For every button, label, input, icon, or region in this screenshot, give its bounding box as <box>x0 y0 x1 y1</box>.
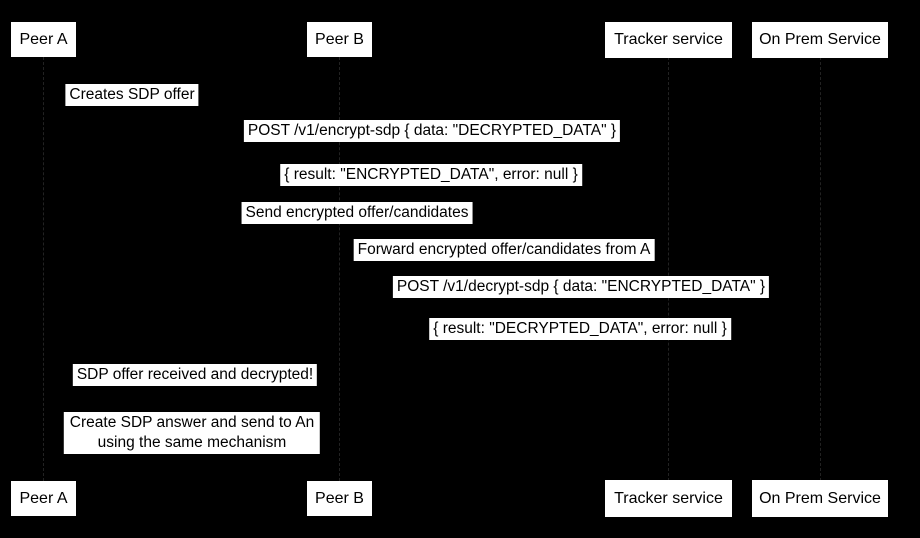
lifeline-peer-a <box>43 57 44 481</box>
actor-top-peer-a: Peer A <box>11 22 76 57</box>
note-create-sdp-answer: Create SDP answer and send to An using t… <box>63 412 321 454</box>
note-line-1: Create SDP answer and send to An <box>69 414 315 431</box>
message-forward-encrypted-offer: Forward encrypted offer/candidates from … <box>353 239 655 261</box>
actor-top-on-prem-service: On Prem Service <box>752 22 888 58</box>
message-send-encrypted-offer: Send encrypted offer/candidates <box>241 202 473 224</box>
message-post-decrypt-sdp: POST /v1/decrypt-sdp { data: "ENCRYPTED_… <box>392 276 770 298</box>
actor-top-tracker-service: Tracker service <box>605 22 732 58</box>
message-creates-sdp-offer: Creates SDP offer <box>65 84 199 106</box>
actor-bottom-tracker-service: Tracker service <box>605 480 732 517</box>
message-result-decrypted-data: { result: "DECRYPTED_DATA", error: null … <box>429 318 731 340</box>
actor-bottom-on-prem-service: On Prem Service <box>752 480 888 517</box>
actor-bottom-peer-b: Peer B <box>307 481 372 516</box>
actor-top-peer-b: Peer B <box>307 22 372 57</box>
message-post-encrypt-sdp: POST /v1/encrypt-sdp { data: "DECRYPTED_… <box>243 120 621 142</box>
lifeline-peer-b <box>339 57 340 481</box>
message-result-encrypted-data: { result: "ENCRYPTED_DATA", error: null … <box>280 164 582 186</box>
message-sdp-offer-received: SDP offer received and decrypted! <box>72 364 318 386</box>
note-line-2: using the same mechanism <box>97 434 287 451</box>
lifeline-tracker-service <box>668 57 669 481</box>
lifeline-on-prem-service <box>820 57 821 481</box>
actor-bottom-peer-a: Peer A <box>11 481 76 516</box>
